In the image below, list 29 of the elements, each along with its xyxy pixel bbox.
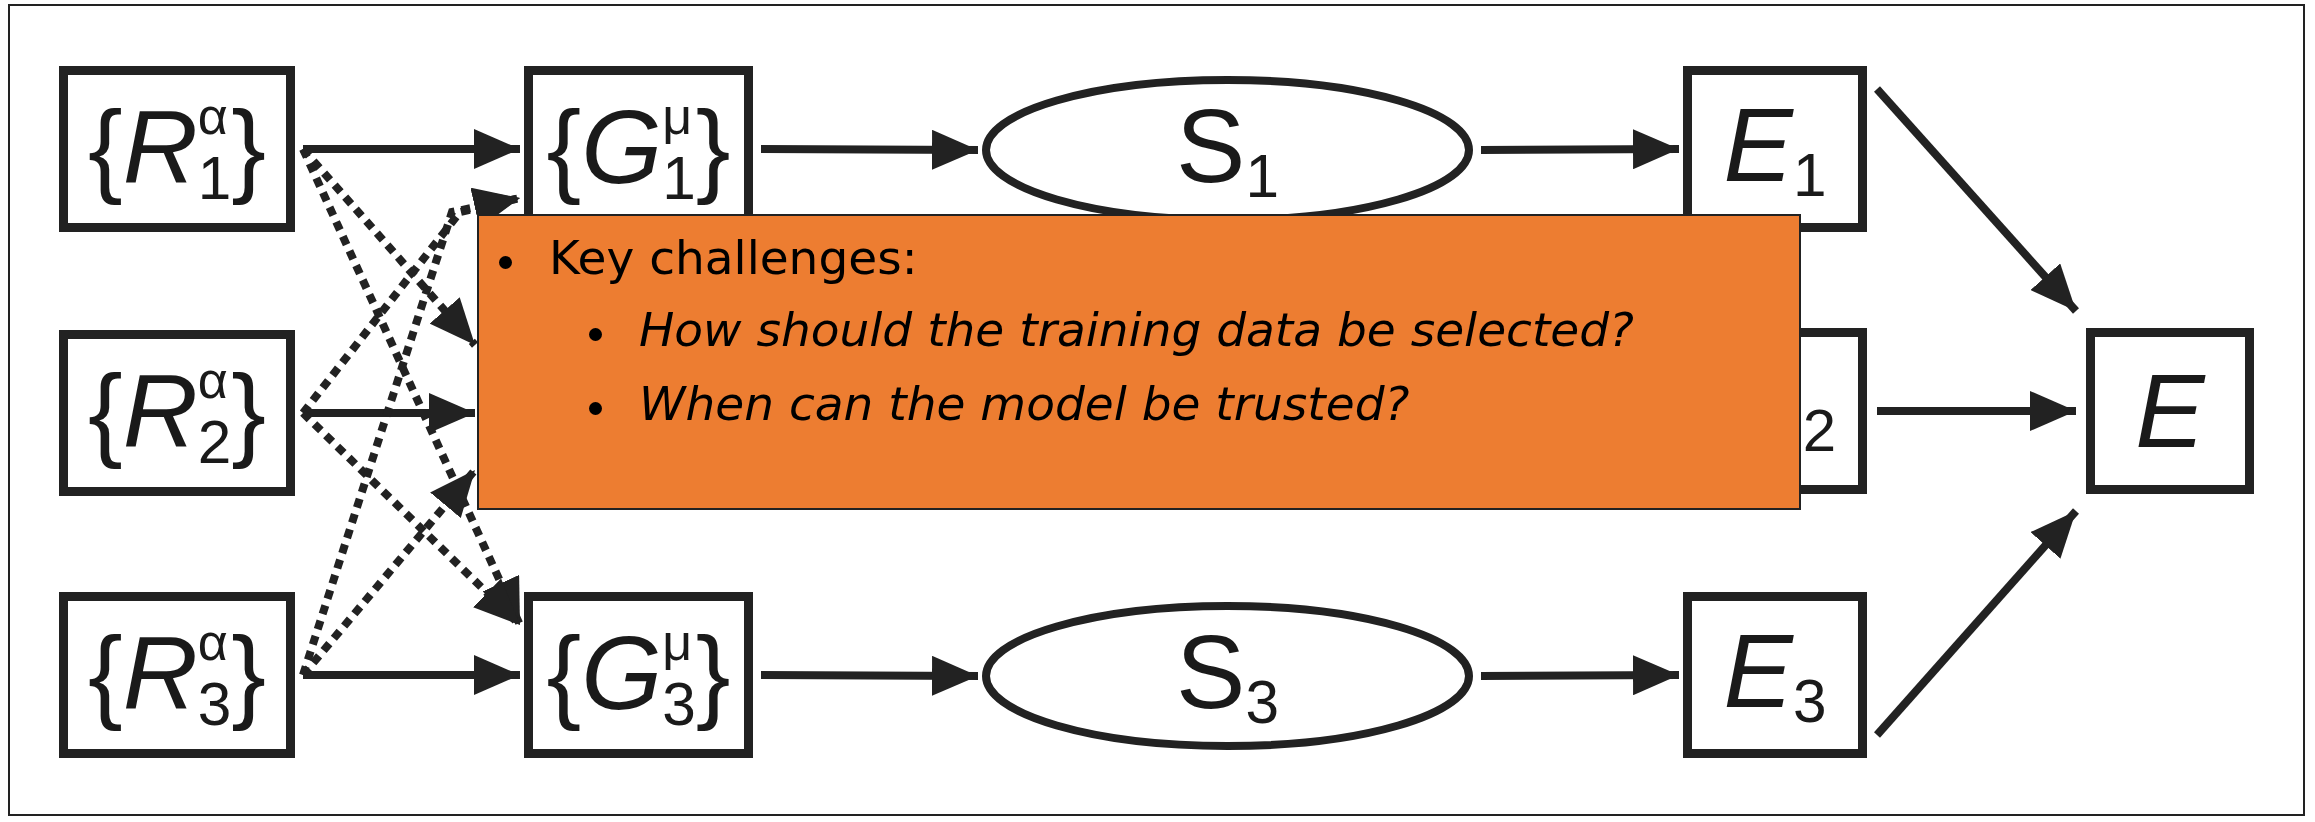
arrow <box>1874 508 2079 738</box>
process-box <box>59 66 295 232</box>
process-box <box>1683 592 1867 758</box>
process-box <box>59 330 295 496</box>
bullet-text: Key challenges: <box>549 230 918 285</box>
node-label: 2 <box>1802 401 1836 461</box>
node-label: E <box>2135 359 2205 463</box>
callout-tooltip <box>477 214 1801 510</box>
arrow <box>1874 86 2079 314</box>
node-label: {G$^{μ}$$_{1}$} <box>546 90 731 208</box>
node-label: S$_{3}$ <box>1176 619 1279 733</box>
bullet-text: When can the model be trusted? <box>639 376 1410 431</box>
process-box <box>1683 66 1867 232</box>
process-box <box>59 592 295 758</box>
node-label: E$_{3}$ <box>1723 618 1827 732</box>
arrow <box>299 147 524 627</box>
node-label: {R$^{α}$$_{1}$} <box>87 90 267 208</box>
arrow <box>299 467 479 678</box>
arrow <box>300 410 523 628</box>
process-box <box>2086 328 2254 494</box>
ellipse-node <box>982 602 1473 750</box>
node-label: {R$^{α}$$_{2}$} <box>87 354 267 472</box>
node-label: {G$^{μ}$$_{3}$} <box>546 616 731 734</box>
node-label: {R$^{α}$$_{3}$} <box>87 616 267 734</box>
arrow <box>299 187 521 677</box>
bullet-text: How should the training data be selected? <box>639 302 1635 357</box>
node-label: S$_{1}$ <box>1176 93 1279 207</box>
process-box <box>524 592 753 758</box>
node-label: E$_{1}$ <box>1723 92 1827 206</box>
